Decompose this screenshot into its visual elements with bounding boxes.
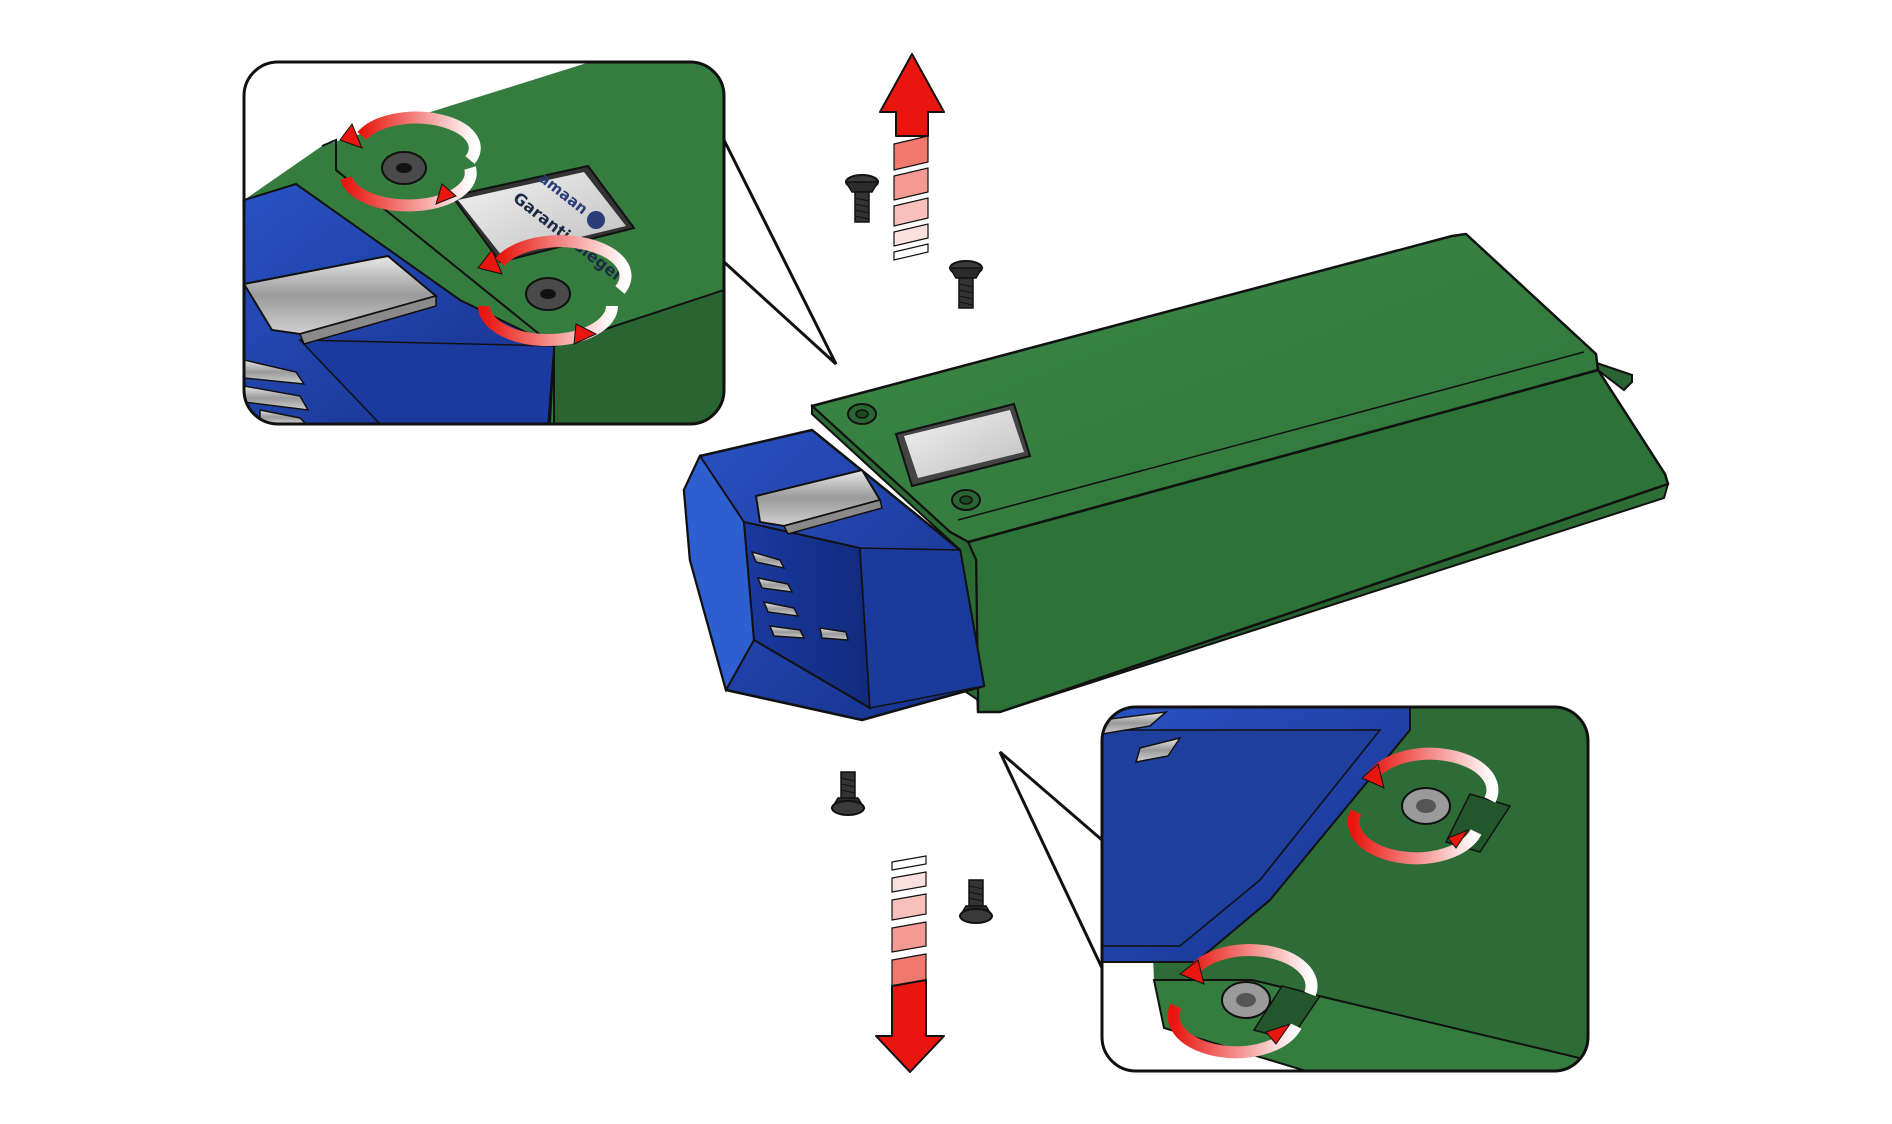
latch-clip xyxy=(754,468,883,535)
rotate-ccw-icon xyxy=(1347,747,1499,865)
connector-pins xyxy=(750,550,849,641)
screw-icon xyxy=(844,174,880,223)
mounting-hole-bottom xyxy=(951,489,981,511)
screw-icon xyxy=(948,260,984,309)
screw-icon xyxy=(525,277,571,311)
arrow-down-icon xyxy=(875,855,945,1073)
arrow-up-icon xyxy=(879,53,945,261)
rotate-ccw-icon xyxy=(339,111,481,212)
screw-icon xyxy=(830,771,866,816)
obd-device xyxy=(682,232,1670,722)
rotate-ccw-icon xyxy=(477,235,632,346)
callout-bottom-screws xyxy=(998,705,1590,1073)
mounting-hole-top xyxy=(847,403,877,425)
screw-icon xyxy=(958,879,994,924)
rotate-ccw-icon xyxy=(1167,944,1318,1059)
warranty-seal xyxy=(894,402,1032,488)
screw-icon xyxy=(381,151,427,185)
screw-icon xyxy=(1221,981,1271,1019)
screw-icon xyxy=(1401,787,1451,825)
callout-top-screws: amaan Garantiesiegel xyxy=(242,60,838,426)
